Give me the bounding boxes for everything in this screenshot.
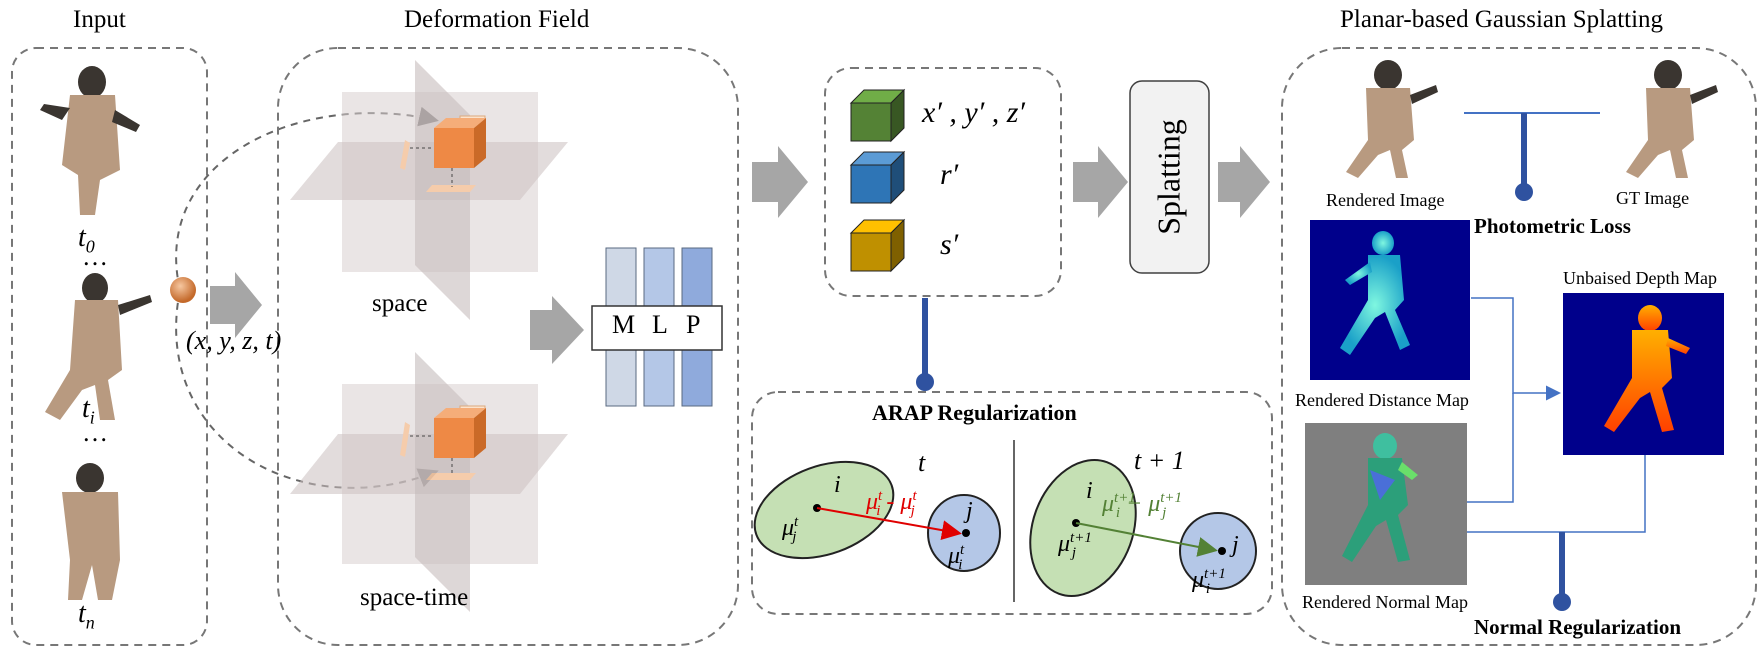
outputs-panel [824,67,1062,297]
gt-image-figure [1626,60,1718,178]
input-figure-bottom [62,463,120,600]
arap-t1-label: t + 1 [1134,446,1185,475]
arap-panel [751,391,1273,615]
input-coordinates: (x, y, z, t) [186,326,282,355]
mlp-letter-l: L [652,310,668,339]
spacetime-label: space-time [360,584,469,611]
arap-title: ARAP Regularization [872,400,1077,425]
scale-cube [849,218,906,273]
spacetime-planes [290,352,568,612]
arap-i-label-t: i [834,472,841,498]
position-cube [849,88,906,143]
rotation-output-label: r′ [940,158,959,191]
gt-image-caption: GT Image [1616,188,1690,208]
arap-j-label-t: j [966,498,973,524]
distance-map-caption: Rendered Distance Map [1295,390,1469,410]
input-title: Input [73,6,126,33]
position-output-label: x′ , y′ , z′ [922,96,1025,129]
space-label: space [372,290,428,317]
time-label-tn: tn [78,598,95,633]
input-figure-middle [45,273,152,420]
rendered-image-figure [1346,60,1438,178]
deformation-title: Deformation Field [404,6,590,33]
gaussian-point-ball [170,277,196,303]
scale-output-label: s′ [940,228,959,261]
arap-t-label: t [918,448,926,477]
arap-i-label-t1: i [1086,478,1093,504]
flow-arrow-2 [530,296,584,364]
planar-splatting-title: Planar-based Gaussian Splatting [1340,6,1664,33]
input-panel [11,47,208,646]
normal-map-figure [1342,433,1418,562]
photometric-loss-label: Photometric Loss [1474,214,1631,238]
arap-arrow-t [816,507,962,541]
depth-map-figure [1604,305,1690,432]
arap-diff-t: μti - μtj [866,488,917,519]
arap-arrow-t1 [1075,522,1218,557]
time-label-ti: ti [82,393,95,428]
distance-map-figure [1340,231,1410,355]
flow-arrow-3 [752,146,808,218]
rendered-image-caption: Rendered Image [1326,190,1445,210]
deformation-panel [277,47,739,646]
distance-to-depth-connector [1471,297,1561,401]
arap-j-label-t1: j [1232,532,1239,558]
time-label-t0: t0 [78,222,95,257]
rotation-cube [849,150,906,205]
arap-mu-i-t1: μt+1i [1192,566,1226,597]
normal-to-depth-connector [1467,393,1514,503]
arap-diff-t1: μt+1i − μt+1j [1102,490,1183,521]
time-sample-curve [175,106,439,291]
mlp-letter-m: M [612,310,636,339]
arap-mu-j-t: μtj [782,514,799,545]
input-ellipsis-1: … [82,242,108,271]
normal-reg-connector [1467,455,1646,533]
space-planes [290,60,568,320]
splatting-label: Splatting [1150,119,1187,235]
mlp-letter-p: P [686,310,701,339]
input-figure-top [40,66,140,215]
mlp-block [591,247,723,407]
normal-map-caption: Rendered Normal Map [1302,592,1468,612]
splatting-box [1129,80,1210,274]
arap-mu-j-t1: μt+1j [1058,530,1092,561]
flow-arrow-4 [1073,146,1128,218]
arap-ellipse-i-t1 [1029,459,1137,597]
arap-mu-i-t: μti [948,542,965,573]
flow-arrow-1 [210,272,262,338]
flow-arrow-5 [1218,146,1270,218]
depth-map-caption: Unbaised Depth Map [1563,268,1717,288]
planar-splatting-panel [1281,47,1757,646]
input-ellipsis-2: … [82,418,108,447]
normal-regularization-label: Normal Regularization [1474,615,1682,639]
